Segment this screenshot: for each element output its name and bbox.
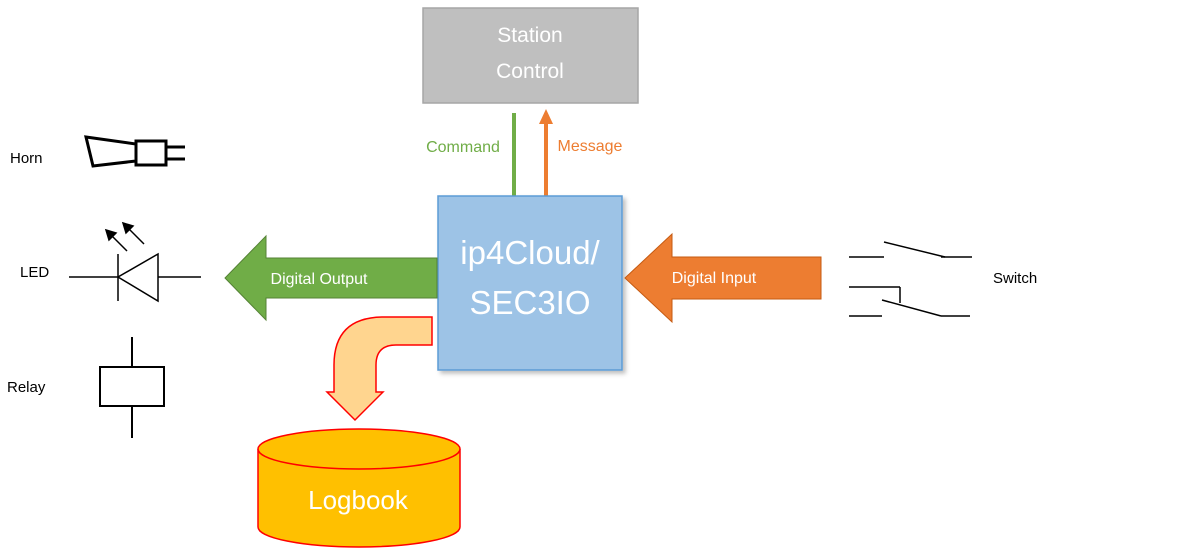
message-label: Message (558, 138, 623, 155)
device-line1: ip4Cloud/ (460, 234, 600, 271)
digital-output-arrow: Digital Output (224, 234, 438, 322)
horn-icon (84, 135, 185, 168)
logbook-arrow (325, 316, 433, 422)
logbook-cylinder: Logbook (257, 428, 461, 548)
station-control-line1: Station (497, 24, 562, 47)
relay-icon (99, 337, 165, 438)
horn-label: Horn (10, 150, 43, 167)
digital-input-arrow: Digital Input (624, 232, 822, 324)
logbook-label: Logbook (308, 485, 409, 515)
device-line2: SEC3IO (469, 284, 590, 321)
led-label: LED (20, 264, 49, 281)
station-control-line2: Control (496, 60, 564, 83)
command-label: Command (426, 139, 500, 156)
station-control-box: Station Control (422, 7, 639, 104)
switch-icon (849, 241, 972, 317)
digital-output-label: Digital Output (271, 271, 368, 288)
message-arrow (539, 109, 553, 210)
relay-label: Relay (7, 379, 46, 396)
digital-input-label: Digital Input (672, 270, 757, 287)
device-box: ip4Cloud/ SEC3IO (437, 195, 623, 371)
led-icon (69, 221, 201, 303)
switch-label: Switch (993, 270, 1037, 287)
